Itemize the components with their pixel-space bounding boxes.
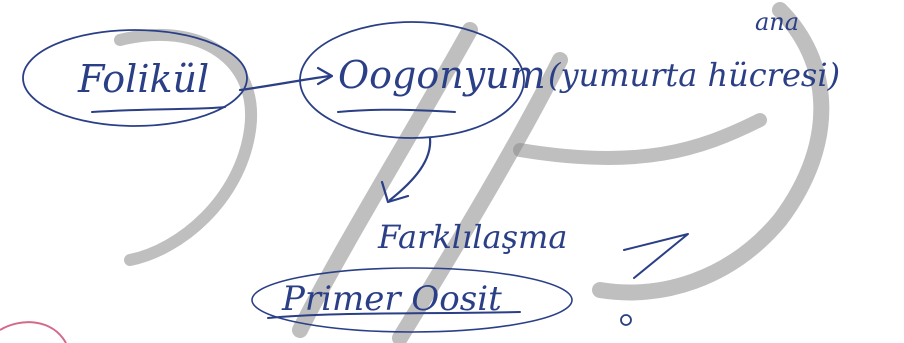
watermark-logo — [114, 2, 830, 343]
triangle-mark — [623, 233, 689, 279]
folikul-underline — [91, 106, 226, 113]
partial-pink-circle — [0, 321, 67, 343]
ana-annotation: ana — [755, 8, 799, 36]
oogonyum-underline — [337, 108, 456, 113]
primer-oosit-circle — [251, 267, 573, 333]
arrow-folikul-oogonyum — [238, 66, 334, 92]
arrow-oogonyum-farklilasma — [380, 136, 432, 204]
folikul-circle — [22, 29, 248, 127]
oogonyum-circle — [299, 21, 525, 139]
folikul-label: Folikül — [77, 57, 209, 101]
small-circle-mark — [620, 314, 632, 326]
oogonyum-label: Oogonyum — [338, 53, 546, 97]
farklilasma-label: Farklılaşma — [377, 218, 567, 256]
yumurta-hucresi-label: (yumurta hücresi) — [548, 56, 840, 94]
primer-oosit-underline — [267, 311, 521, 319]
